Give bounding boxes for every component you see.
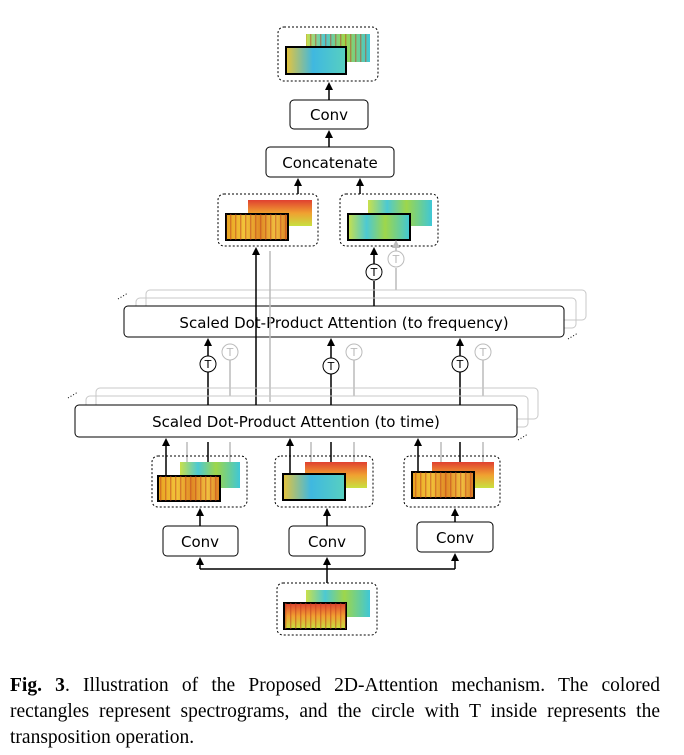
transpose-symbol-right-gray: T (479, 346, 487, 359)
conv-output-spectrogram-mid (274, 455, 374, 508)
conv-mid-label: Conv (308, 533, 346, 551)
transpose-icon-right-gray (474, 343, 492, 361)
transpose-symbol-left: T (204, 358, 212, 371)
conv-left-label: Conv (181, 533, 219, 551)
transpose-symbol-mid-gray: T (350, 346, 358, 359)
time-attention-label: Scaled Dot-Product Attention (to time) (152, 413, 440, 431)
figure-caption: Fig. 3. Illustration of the Proposed 2D-… (10, 673, 660, 751)
input-arrows-left (162, 438, 231, 476)
attention-diagram: Conv Concatenate T T Scaled Dot-Product … (67, 26, 587, 636)
conv-box-right: Conv (416, 521, 494, 553)
conv-right-label: Conv (436, 529, 474, 547)
frequency-attention-stack: Scaled Dot-Product Attention (to frequen… (117, 289, 587, 340)
time-attention-stack: Scaled Dot-Product Attention (to time) (67, 387, 539, 441)
transpose-symbol-left-gray: T (226, 346, 234, 359)
top-conv-label: Conv (310, 106, 348, 124)
transpose-symbol-mid: T (327, 360, 335, 373)
transpose-group-mid: T T (322, 338, 363, 405)
input-spectrogram (276, 582, 378, 636)
transpose-icon-left-gray (221, 343, 239, 361)
transpose-icon-mid-gray (345, 343, 363, 361)
caption-label: Fig. 3 (10, 675, 65, 696)
transpose-symbol-gray-top: T (392, 253, 400, 266)
frequency-attention-label: Scaled Dot-Product Attention (to frequen… (179, 314, 508, 332)
time-attention-output-spectrogram (217, 193, 319, 247)
input-branch (196, 553, 459, 583)
concatenate-box: Concatenate (265, 146, 395, 178)
output-spectrogram (277, 26, 379, 82)
conv-box-left: Conv (162, 525, 239, 557)
transpose-symbol-right: T (456, 358, 464, 371)
conv-output-spectrogram-left (151, 455, 248, 508)
top-conv-box: Conv (289, 99, 369, 130)
conv-output-spectrogram-right (403, 455, 501, 508)
frequency-attention-output-spectrogram (339, 193, 439, 247)
transpose-symbol-top: T (370, 266, 378, 279)
caption-text: . Illustration of the Proposed 2D-Attent… (10, 675, 660, 748)
concatenate-label: Concatenate (282, 154, 378, 172)
transpose-group-right: T T (451, 338, 492, 405)
conv-box-mid: Conv (288, 525, 366, 557)
